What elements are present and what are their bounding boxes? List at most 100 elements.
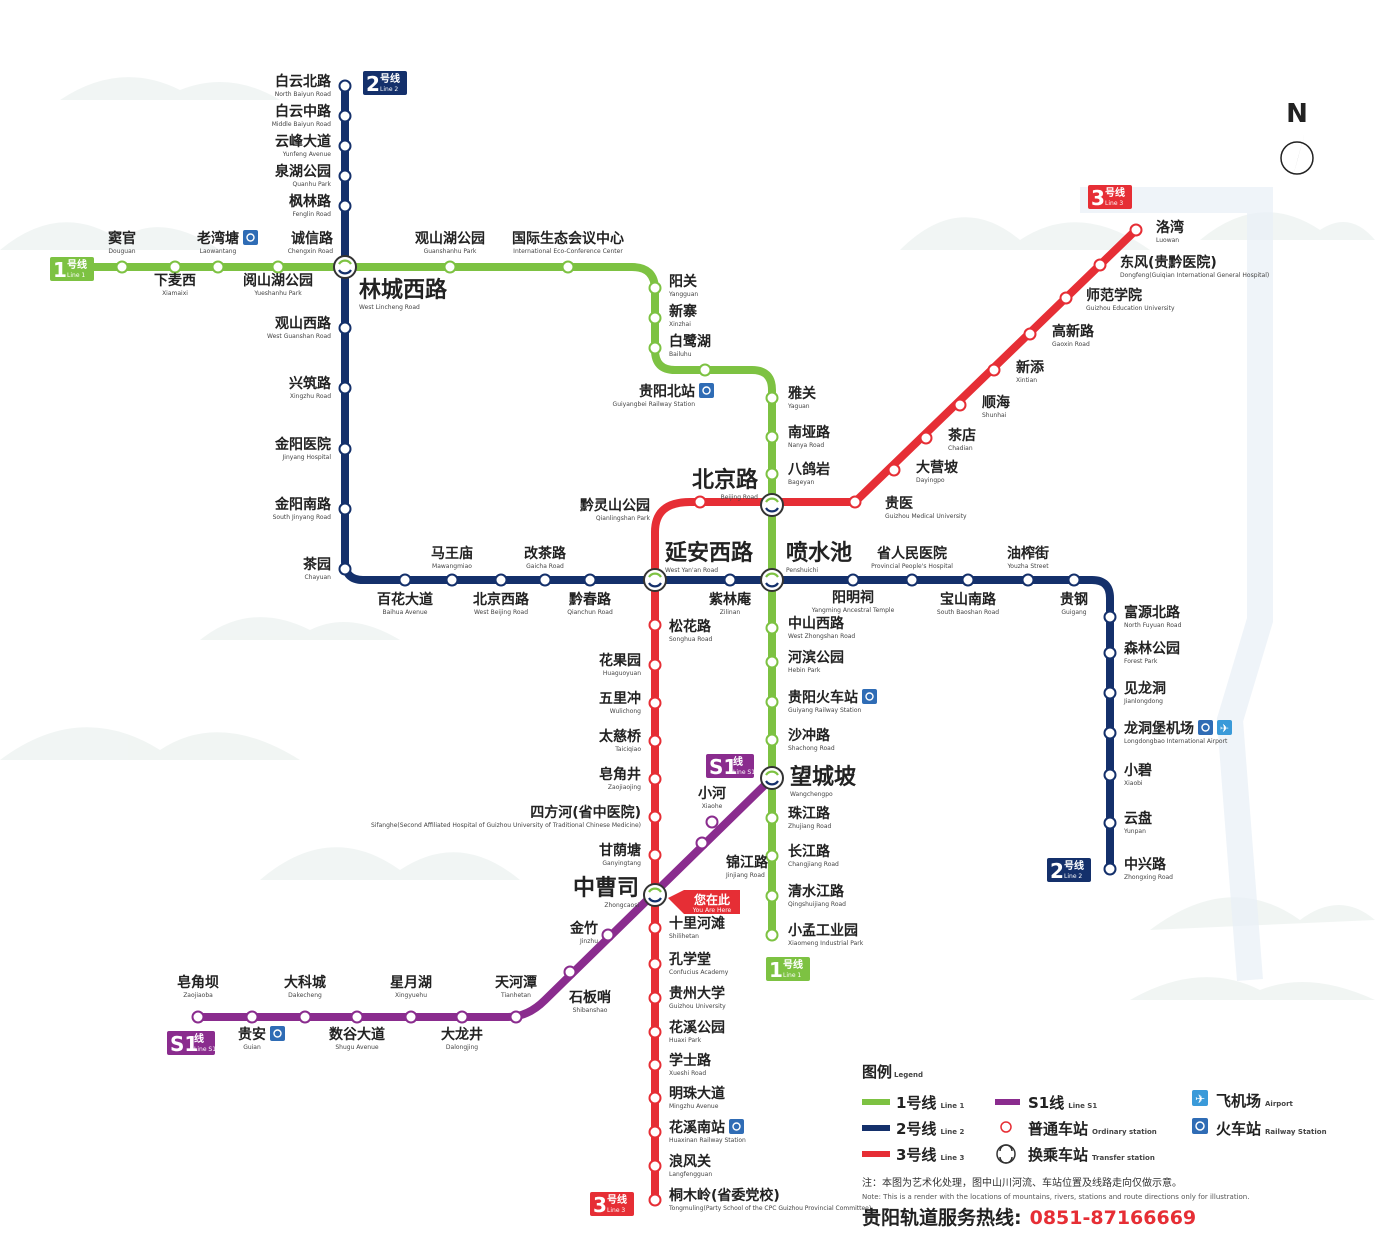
station-name-xingzhu[interactable]: 兴筑路 bbox=[289, 375, 332, 392]
station-dot[interactable] bbox=[583, 573, 597, 587]
station-name-xueshi[interactable]: 学士路 bbox=[669, 1052, 712, 1069]
station-dot[interactable] bbox=[1103, 646, 1117, 660]
station-dot[interactable] bbox=[765, 695, 779, 709]
station-dot[interactable] bbox=[887, 463, 901, 477]
station-dot[interactable] bbox=[648, 1159, 662, 1173]
station-name-changjiang[interactable]: 长江路 bbox=[788, 843, 831, 860]
station-name-shugu[interactable]: 数谷大道 bbox=[329, 1026, 385, 1043]
station-name-senlin[interactable]: 森林公园 bbox=[1124, 640, 1180, 657]
station-name-luowan[interactable]: 洛湾 bbox=[1156, 219, 1184, 236]
station-dot[interactable] bbox=[455, 1010, 469, 1024]
station-name-jinyangyiyuan[interactable]: 金阳医院 bbox=[274, 436, 331, 453]
station-dot[interactable] bbox=[1103, 816, 1117, 830]
station-name-beijingxi[interactable]: 北京西路 bbox=[473, 591, 530, 608]
station-name-shifan[interactable]: 师范学院 bbox=[1086, 287, 1142, 304]
station-name-kongxuetang[interactable]: 孔学堂 bbox=[669, 951, 711, 968]
station-name-sifanghe[interactable]: 四方河(省中医院) bbox=[530, 804, 641, 821]
station-name-guiyanghuoche[interactable]: 贵阳火车站 bbox=[788, 689, 858, 706]
station-name-yangmingci[interactable]: 阳明祠 bbox=[832, 589, 874, 606]
station-dot[interactable] bbox=[1103, 686, 1117, 700]
station-dot[interactable] bbox=[338, 562, 352, 576]
station-name-yunfeng[interactable]: 云峰大道 bbox=[275, 133, 331, 150]
station-name-zilinan[interactable]: 紫林庵 bbox=[709, 591, 752, 608]
station-dot[interactable] bbox=[648, 810, 662, 824]
station-name-zhongshanxi[interactable]: 中山西路 bbox=[788, 615, 845, 632]
station-dot[interactable] bbox=[115, 260, 129, 274]
station-name-ganyingtang[interactable]: 甘荫塘 bbox=[599, 842, 641, 859]
station-dot[interactable] bbox=[648, 848, 662, 862]
station-name-huaxinan[interactable]: 花溪南站 bbox=[669, 1119, 725, 1136]
station-dot[interactable] bbox=[648, 696, 662, 710]
station-name-zhujiang[interactable]: 珠江路 bbox=[788, 805, 831, 822]
station-dot[interactable] bbox=[698, 363, 712, 377]
station-name-xiaobi[interactable]: 小碧 bbox=[1124, 762, 1152, 779]
station-dot[interactable] bbox=[1023, 327, 1037, 341]
station-name-nanya[interactable]: 南垭路 bbox=[788, 424, 831, 441]
station-name-bailuhu[interactable]: 白鹭湖 bbox=[669, 333, 711, 350]
station-dot[interactable] bbox=[648, 1025, 662, 1039]
station-name-baoshannan[interactable]: 宝山南路 bbox=[940, 591, 997, 608]
station-dot[interactable] bbox=[648, 921, 662, 935]
station-name-laowantang[interactable]: 老湾塘 bbox=[197, 230, 239, 247]
station-dot[interactable] bbox=[987, 363, 1001, 377]
station-dot[interactable] bbox=[648, 991, 662, 1005]
station-name-zaojiaoba[interactable]: 皂角坝 bbox=[177, 974, 219, 991]
station-name-yangguan[interactable]: 阳关 bbox=[669, 273, 697, 290]
station-name-guigang[interactable]: 贵钢 bbox=[1060, 591, 1088, 608]
station-dot[interactable] bbox=[848, 495, 862, 509]
station-dot[interactable] bbox=[765, 621, 779, 635]
station-name-guiyi[interactable]: 贵医 bbox=[885, 495, 913, 512]
station-name-songhua[interactable]: 松花路 bbox=[669, 618, 712, 635]
station-name-xingyuehu[interactable]: 星月湖 bbox=[390, 975, 432, 991]
station-dot[interactable] bbox=[648, 1058, 662, 1072]
station-dot[interactable] bbox=[338, 139, 352, 153]
station-dot[interactable] bbox=[953, 398, 967, 412]
station-dot[interactable] bbox=[404, 1010, 418, 1024]
station-dot[interactable] bbox=[563, 965, 577, 979]
station-name-xiaomeng[interactable]: 小孟工业园 bbox=[788, 923, 858, 939]
station-dot[interactable] bbox=[905, 573, 919, 587]
station-dot[interactable] bbox=[846, 573, 860, 587]
station-name-quanhu[interactable]: 泉湖公园 bbox=[275, 163, 331, 180]
station-dot[interactable] bbox=[765, 928, 779, 942]
station-name-yunpan[interactable]: 云盘 bbox=[1124, 810, 1152, 827]
station-dot[interactable] bbox=[338, 442, 352, 456]
station-name-jinyangnan[interactable]: 金阳南路 bbox=[274, 496, 332, 513]
station-dot[interactable] bbox=[765, 733, 779, 747]
station-dot[interactable] bbox=[648, 772, 662, 786]
station-name-guian[interactable]: 贵安 bbox=[238, 1026, 266, 1043]
station-dot[interactable] bbox=[648, 658, 662, 672]
station-name-jinzhu[interactable]: 金竹 bbox=[569, 920, 598, 937]
station-name-zhongxing[interactable]: 中兴路 bbox=[1124, 856, 1167, 873]
station-dot[interactable] bbox=[601, 928, 615, 942]
station-name-shengrenyi[interactable]: 省人民医院 bbox=[876, 545, 947, 562]
station-dot[interactable] bbox=[168, 260, 182, 274]
station-dot[interactable] bbox=[648, 618, 662, 632]
station-dot[interactable] bbox=[765, 467, 779, 481]
station-dot[interactable] bbox=[538, 573, 552, 587]
station-name-yananxi[interactable]: 延安西路 bbox=[664, 540, 754, 566]
station-dot[interactable] bbox=[765, 889, 779, 903]
station-name-chadian[interactable]: 茶店 bbox=[947, 427, 976, 444]
station-dot[interactable] bbox=[765, 811, 779, 825]
station-name-guanshanxi[interactable]: 观山西路 bbox=[275, 315, 332, 332]
station-name-hebin[interactable]: 河滨公园 bbox=[788, 649, 844, 666]
station-name-bagezhai[interactable]: 八鸽岩 bbox=[787, 461, 830, 478]
station-name-baiyunbei[interactable]: 白云北路 bbox=[275, 73, 332, 90]
station-name-yuanshanhu[interactable]: 阅山湖公园 bbox=[243, 272, 313, 289]
station-dot[interactable] bbox=[245, 1010, 259, 1024]
station-dot[interactable] bbox=[765, 391, 779, 405]
station-name-huaguoyuan[interactable]: 花果园 bbox=[599, 652, 641, 669]
station-dot[interactable] bbox=[509, 1010, 523, 1024]
station-name-gaoxin[interactable]: 高新路 bbox=[1052, 323, 1095, 340]
station-name-dalongjing[interactable]: 大龙井 bbox=[441, 1026, 483, 1043]
station-name-dakecheng[interactable]: 大科城 bbox=[284, 974, 326, 991]
station-dot[interactable] bbox=[648, 734, 662, 748]
station-dot[interactable] bbox=[350, 1010, 364, 1024]
station-name-baihua[interactable]: 百花大道 bbox=[377, 591, 433, 608]
station-dot[interactable] bbox=[693, 495, 707, 509]
station-name-xiaohe[interactable]: 小河 bbox=[698, 785, 726, 802]
station-name-guizhoudaxue[interactable]: 贵州大学 bbox=[669, 985, 725, 1002]
station-name-dayingpo[interactable]: 大营坡 bbox=[916, 459, 959, 476]
station-dot[interactable] bbox=[1021, 573, 1035, 587]
